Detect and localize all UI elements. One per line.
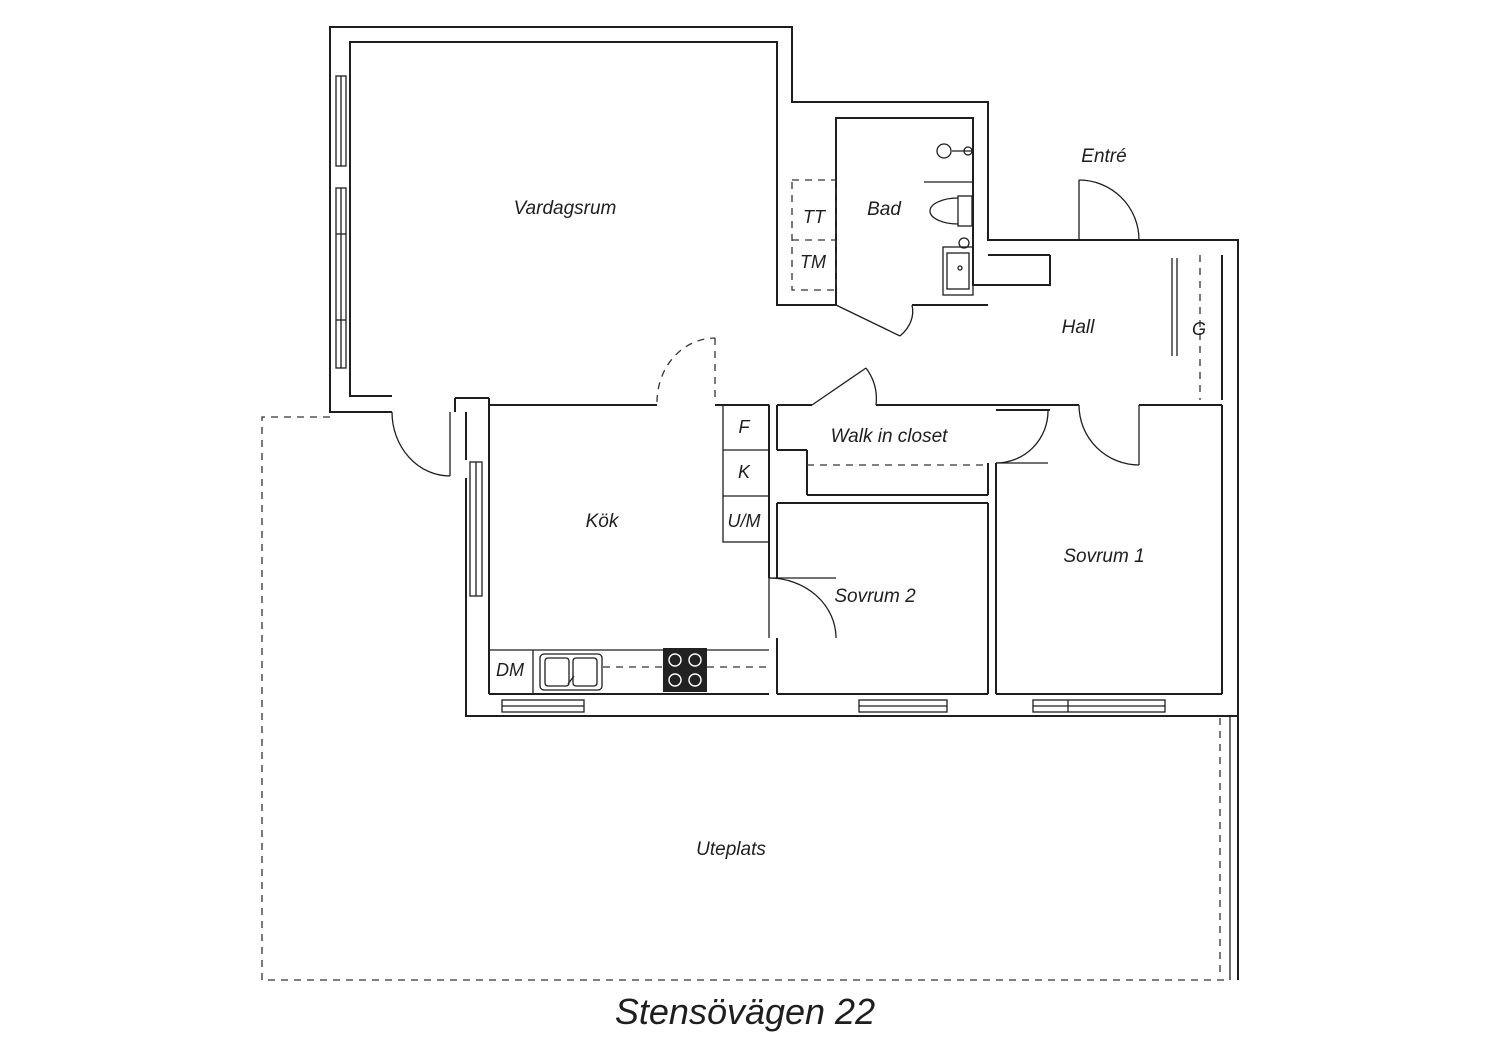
room-label-hall: Hall: [1062, 317, 1096, 338]
fixture-label-tm: TM: [800, 252, 826, 272]
stove: [663, 648, 707, 692]
bedroom2: [768, 502, 989, 695]
fixture-label-tt: TT: [803, 207, 827, 227]
plan-title: Stensövägen 22: [615, 991, 875, 1032]
room-label-entre: Entré: [1081, 146, 1126, 167]
room-label-uteplats: Uteplats: [696, 839, 766, 860]
bottom-windows: [501, 699, 1166, 713]
room-label-bad: Bad: [867, 199, 902, 220]
room-label-sovrum1: Sovrum 1: [1063, 546, 1144, 567]
room-label-sovrum2: Sovrum 2: [834, 586, 916, 607]
room-label-kok: Kök: [586, 511, 620, 532]
closet-door: [811, 367, 1049, 464]
bedroom1: [995, 405, 1223, 695]
room-label-vardagsrum: Vardagsrum: [514, 198, 617, 219]
fixture-label-dm: DM: [496, 660, 524, 680]
fixture-label-um: U/M: [728, 511, 761, 531]
fixture-label-g: G: [1192, 319, 1206, 339]
kitchen-counter: [489, 649, 769, 694]
kitchen-window: [465, 461, 483, 716]
opening-kitchen-living: [656, 337, 716, 403]
bathroom: [791, 117, 1051, 337]
terrace-outline: [261, 416, 1239, 981]
bedroom1-door: [1078, 404, 1140, 466]
hall-walls: [715, 404, 1222, 496]
fixture-label-k: K: [738, 462, 751, 482]
door-terrace: [391, 411, 451, 477]
room-label-walk-in-closet: Walk in closet: [831, 426, 949, 447]
entrance-door: [1078, 179, 1140, 241]
fridge-column: [722, 404, 770, 578]
living-room-walls: [329, 26, 1239, 717]
fixture-label-f: F: [739, 417, 751, 437]
living-room-window: [335, 75, 347, 369]
hall-wardrobe: [1171, 255, 1223, 400]
